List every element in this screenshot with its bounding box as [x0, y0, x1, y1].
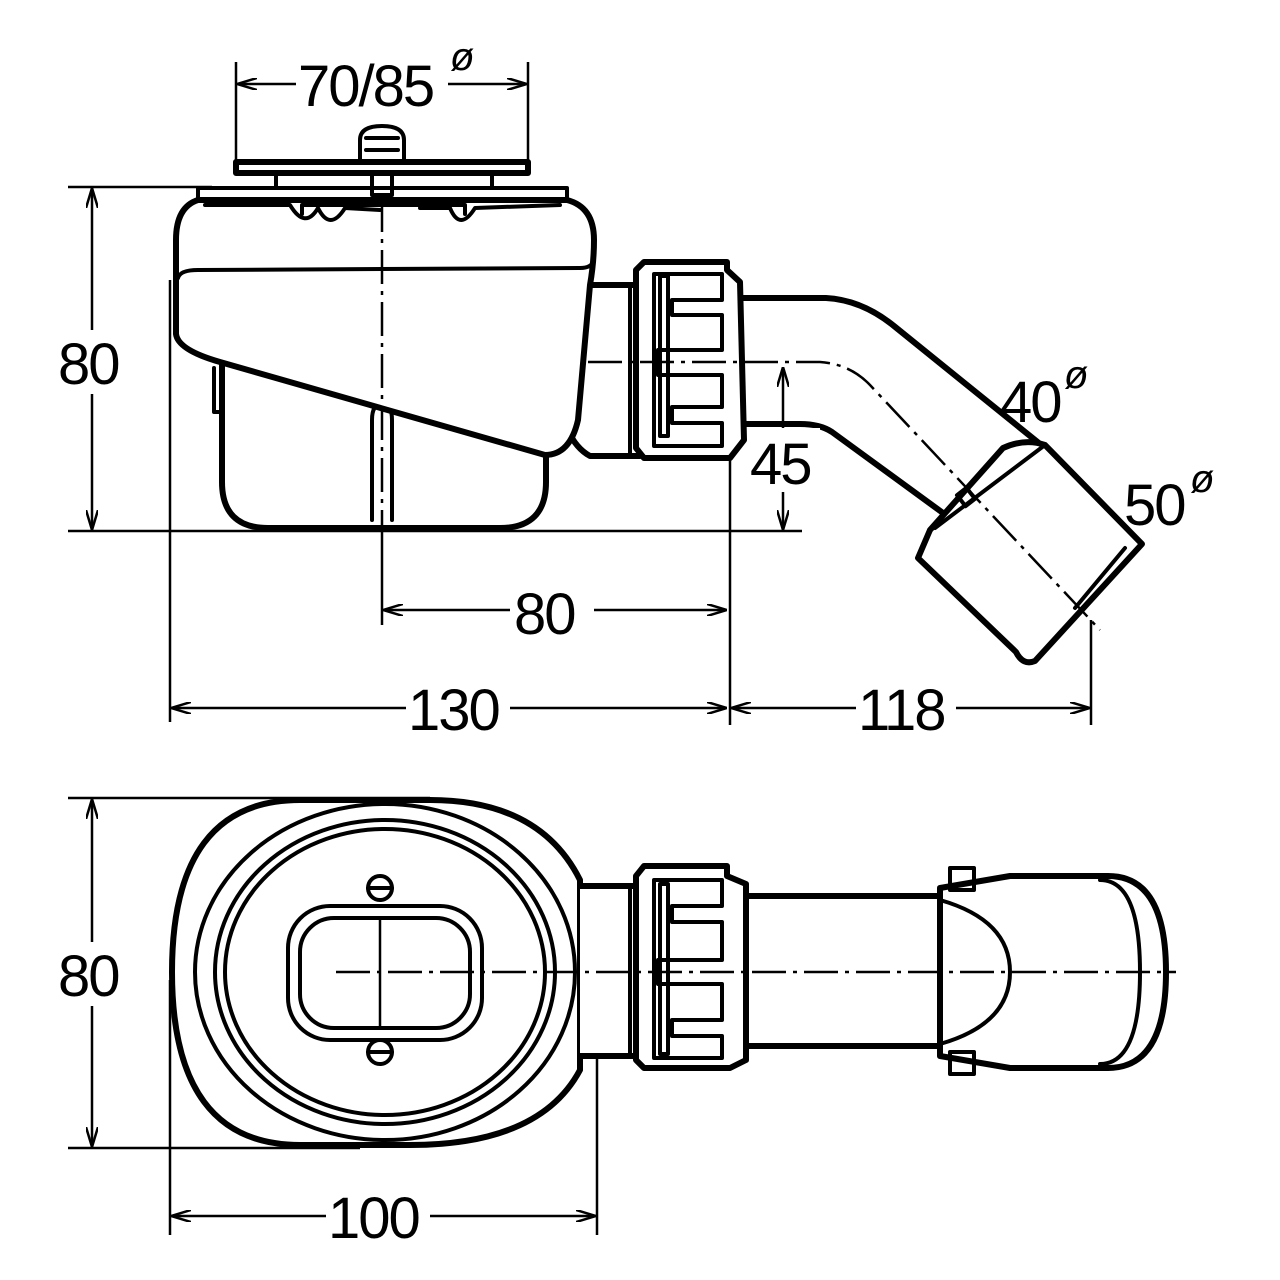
screw-icon — [358, 124, 406, 197]
housing-outline — [169, 797, 583, 1148]
body-rim — [176, 258, 596, 280]
diameter-mark: ø — [1064, 353, 1088, 397]
top-height-label: 80 — [58, 944, 119, 1009]
dimension-grate-diameter: 70/85 ø — [238, 35, 526, 119]
screw-icon — [366, 874, 394, 902]
pot-clip — [212, 366, 224, 414]
dimension-center-to-nut: 80 — [384, 580, 726, 647]
screw-icon — [366, 1038, 394, 1066]
dimension-outlet-50: 50 ø — [1124, 457, 1214, 538]
union-nut — [633, 863, 749, 1071]
outlet-length-label: 118 — [858, 678, 944, 743]
dimension-top-height: 80 — [54, 800, 130, 1146]
dimension-top-width: 100 — [172, 1184, 595, 1251]
outlet-diameter-inner-label: 40 — [1000, 370, 1061, 435]
dimension-outlet-height: 45 — [748, 368, 820, 529]
top-view: 80 100 — [54, 796, 1176, 1251]
diameter-mark: ø — [450, 35, 474, 79]
dimension-side-height: 80 — [54, 189, 130, 529]
side-height-label: 80 — [58, 332, 119, 397]
outlet-diameter-outer-label: 50 — [1124, 473, 1185, 538]
body-length-label: 130 — [408, 678, 499, 743]
union-nut — [633, 259, 747, 461]
top-width-label: 100 — [328, 1186, 419, 1251]
grate-profile — [203, 203, 562, 222]
diameter-mark: ø — [1190, 457, 1214, 501]
center-to-nut-label: 80 — [514, 582, 575, 647]
dimension-body-length: 130 — [172, 676, 726, 743]
dimension-outlet-length: 118 — [732, 676, 1089, 743]
grate-diameter-label: 70/85 — [298, 54, 433, 119]
side-view: 70/85 ø 80 45 40 ø 50 ø 80 — [54, 35, 1214, 743]
outlet-height-label: 45 — [750, 432, 811, 497]
dimension-outlet-40: 40 ø — [1000, 353, 1088, 435]
